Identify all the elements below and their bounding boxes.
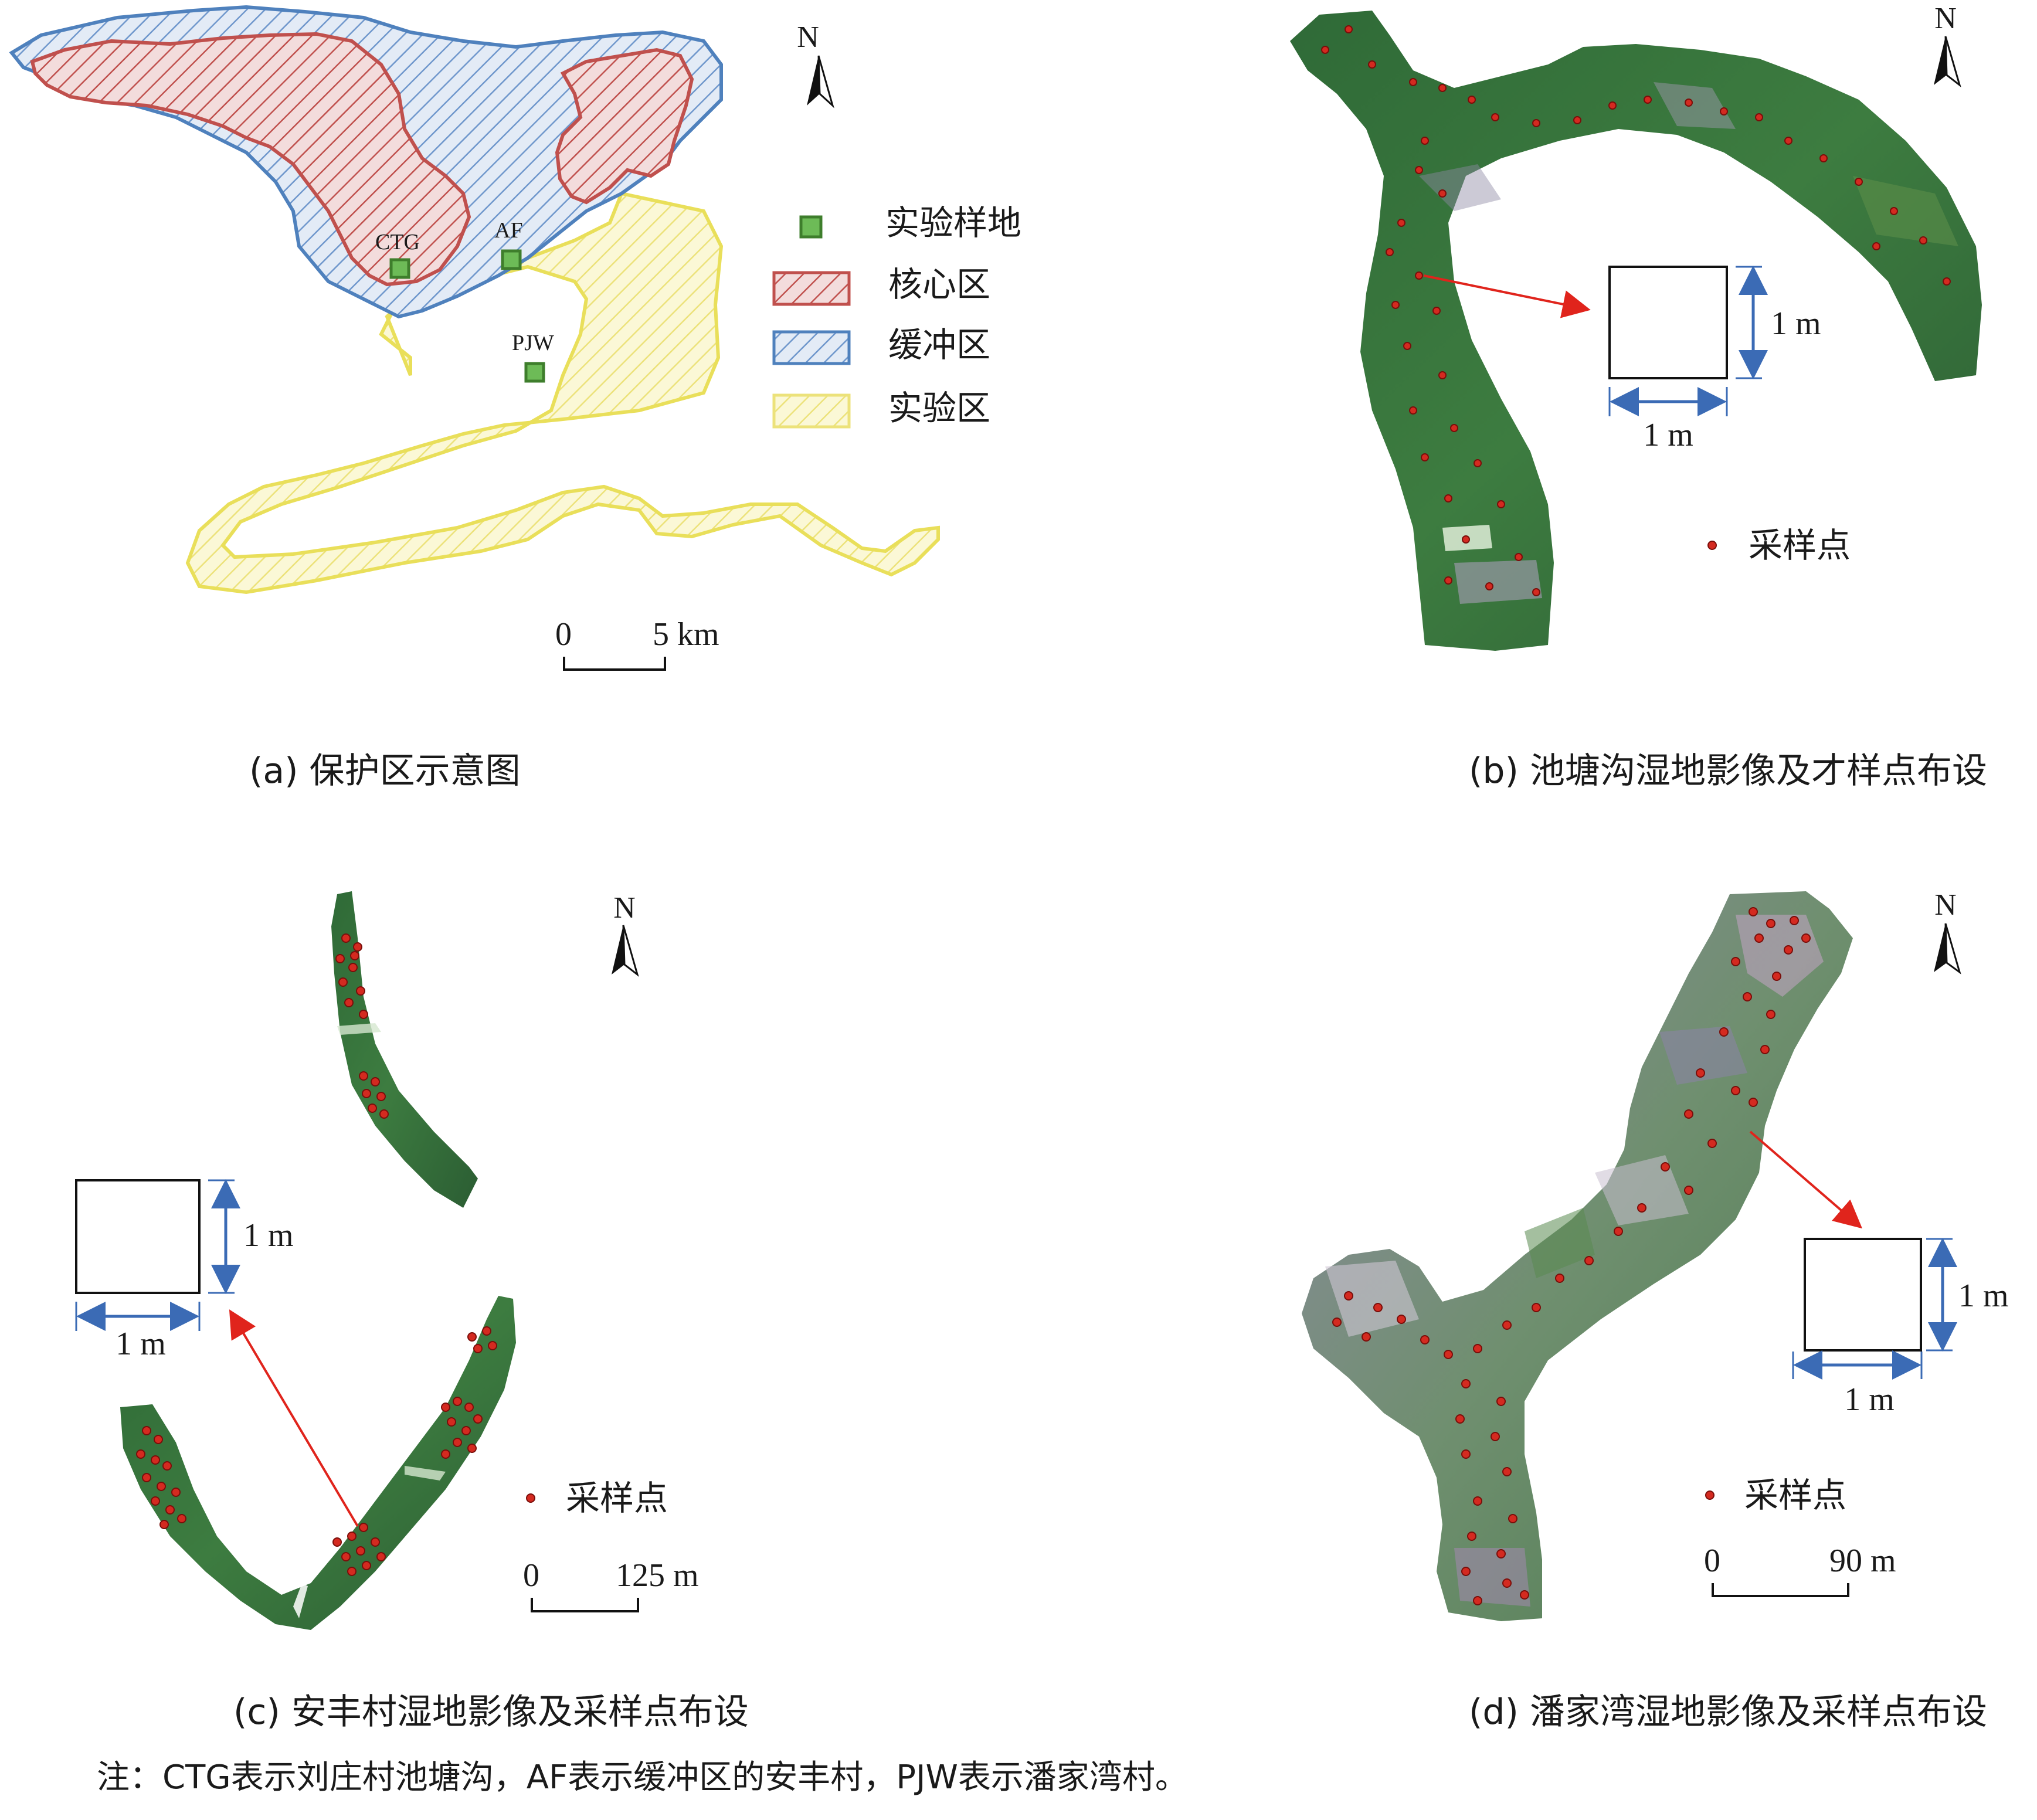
legend-site-icon (799, 215, 823, 239)
pointer-arrow-d (1749, 1130, 1863, 1229)
satellite-strip-c-north (331, 891, 478, 1208)
legend-buffer-label: 缓冲区 (888, 325, 990, 365)
sample-points-d (1332, 907, 1811, 1605)
core-zone-west (30, 32, 471, 287)
quadrat-c-side-label: 1 m (243, 1217, 294, 1254)
svg-text:N: N (1934, 2, 1957, 35)
legend-a: 实验样地 核心区 缓冲区 实验区 (772, 203, 1021, 429)
quadrat-b: 1 m 1 m (1608, 266, 1821, 453)
legend-core-swatch (772, 271, 851, 306)
site-marker-af (501, 249, 522, 270)
caption-a: (a) 保护区示意图 (249, 751, 521, 792)
svg-text:90 m: 90 m (1829, 1543, 1896, 1579)
panel-a-map: CTG AF PJW N 实验样地 核心区 缓冲区 实验区 0 5 km (a)… (9, 5, 1021, 792)
caption-c: (c) 安丰村湿地影像及采样点布设 (233, 1692, 749, 1733)
svg-text:0: 0 (1704, 1543, 1720, 1579)
legend-c: 采样点 (526, 1478, 668, 1518)
quadrat-d-side-label: 1 m (1958, 1278, 2009, 1314)
figure-note: 注：CTG表示刘庄村池塘沟，AF表示缓冲区的安丰村，PJW表示潘家湾村。 (97, 1758, 1188, 1797)
north-arrow-b: N (1934, 2, 1961, 87)
pointer-arrow-b (1423, 274, 1591, 318)
legend-b: 采样点 (1707, 525, 1851, 565)
svg-text:采样点: 采样点 (1749, 525, 1851, 565)
quadrat-c: 1 m 1 m (75, 1179, 294, 1362)
site-label-pjw: PJW (512, 331, 554, 355)
legend-site-label: 实验样地 (885, 203, 1021, 243)
svg-text:采样点: 采样点 (566, 1478, 668, 1518)
satellite-strip-c-south (120, 1296, 516, 1630)
north-arrow-a: N (797, 21, 834, 108)
panel-b-image: 1 m 1 m N 采样点 (b) 池塘沟湿地影像及才样点布设 (1290, 2, 1987, 792)
legend-core-label: 核心区 (888, 264, 990, 304)
svg-text:采样点: 采样点 (1744, 1475, 1846, 1515)
scale-bar-c: 0 125 m (523, 1557, 699, 1612)
panel-c-image: 1 m 1 m N 采样点 0 125 m (c) 安丰村湿地影像及采样点布设 (75, 891, 749, 1733)
site-label-ctg: CTG (375, 230, 420, 254)
legend-experimental-label: 实验区 (888, 388, 990, 428)
legend-d: 采样点 (1705, 1475, 1846, 1515)
sample-points-b (1321, 25, 1951, 596)
legend-buffer-swatch (772, 330, 851, 365)
svg-text:N: N (797, 21, 819, 54)
sample-points-c (136, 933, 497, 1576)
north-arrow-c: N (612, 891, 639, 977)
north-arrow-d: N (1934, 888, 1961, 974)
core-zone-east (555, 47, 694, 205)
quadrat-b-bottom-label: 1 m (1643, 417, 1693, 453)
svg-text:5 km: 5 km (653, 616, 719, 653)
quadrat-d-bottom-label: 1 m (1844, 1381, 1895, 1418)
legend-experimental-swatch (772, 393, 851, 429)
svg-text:0: 0 (523, 1557, 539, 1594)
scale-bar-d: 0 90 m (1704, 1543, 1896, 1597)
quadrat-d: 1 m 1 m (1792, 1238, 2009, 1418)
experimental-zone (185, 191, 940, 595)
quadrat-b-side-label: 1 m (1771, 305, 1821, 342)
svg-text:0: 0 (555, 616, 572, 653)
svg-text:N: N (1934, 888, 1957, 922)
site-marker-pjw (524, 362, 545, 383)
svg-text:125 m: 125 m (616, 1557, 699, 1594)
svg-text:N: N (613, 891, 636, 925)
panel-d-image: 1 m 1 m N 采样点 0 90 m (d) 潘家湾湿地影像及采样点布设 (1302, 888, 2009, 1733)
scale-bar-a: 0 5 km (555, 616, 719, 671)
satellite-strip-b (1290, 11, 1982, 651)
pointer-arrow-c (229, 1309, 359, 1527)
caption-b: (b) 池塘沟湿地影像及才样点布设 (1469, 751, 1987, 792)
site-marker-ctg (389, 258, 410, 279)
caption-d: (d) 潘家湾湿地影像及采样点布设 (1469, 1692, 1987, 1733)
quadrat-c-bottom-label: 1 m (116, 1326, 166, 1362)
site-label-af: AF (494, 218, 523, 243)
